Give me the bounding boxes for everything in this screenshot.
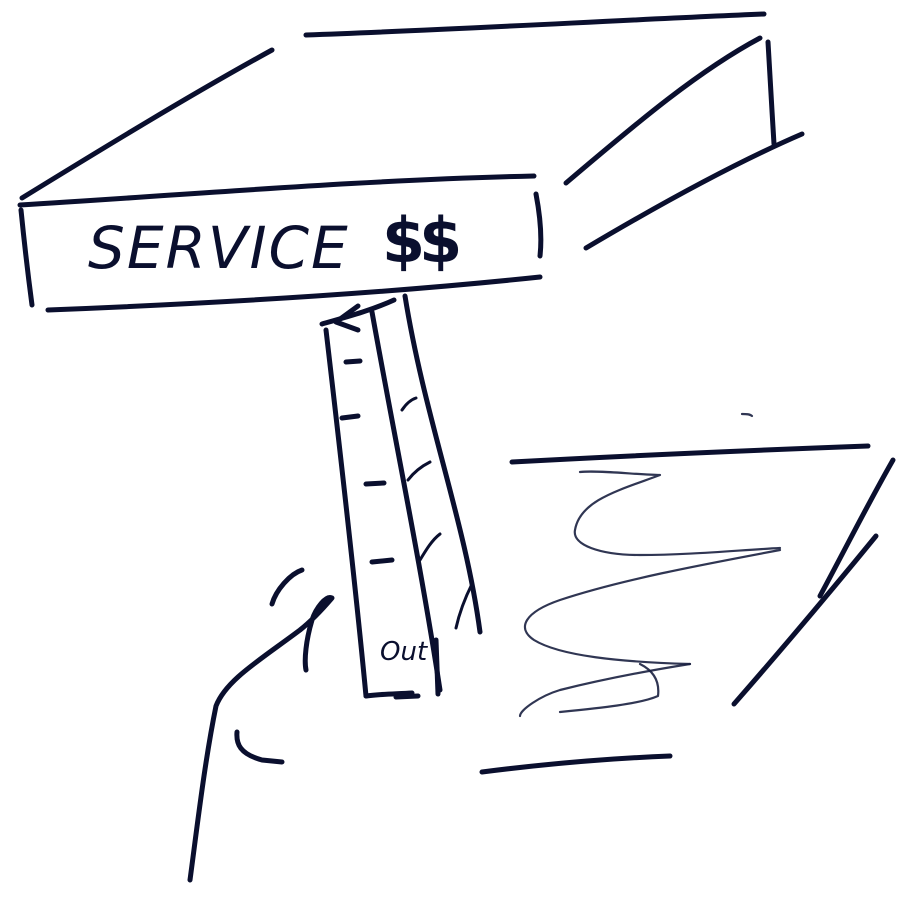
surface-right-edge-upper (820, 460, 893, 596)
gauge-tick-4 (372, 560, 392, 562)
gauge-side-hatch-4 (456, 584, 472, 628)
hand-finger-outline (190, 598, 332, 880)
service-box-front-right-edge (536, 194, 541, 256)
service-box-top-right-edge (566, 38, 760, 183)
gauge-out-label: Out (380, 637, 428, 667)
hand-thumb-stroke (237, 732, 282, 762)
service-box-back-right-vertical (768, 42, 774, 144)
gauge-side-hatch-2 (408, 462, 430, 480)
gauge-tick-3 (366, 483, 384, 484)
pointing-hand (190, 570, 332, 880)
surface-right-edge-lower (734, 536, 876, 704)
gauge-side-hatch-3 (420, 534, 440, 560)
service-box-bottom-right-edge (586, 134, 802, 248)
gauge-out-underline (436, 640, 438, 694)
surface-scribble-1 (575, 472, 780, 555)
service-box-front-top-edge (20, 176, 534, 205)
surface-bottom-edge (482, 756, 670, 772)
gauge-tick-2 (342, 416, 358, 418)
gauge-column: Out (322, 296, 480, 697)
surface-scribble-2 (525, 550, 780, 664)
gauge-bottom-tick (396, 696, 418, 697)
gauge-side-hatch-1 (402, 398, 416, 410)
gauge-inner-edge (372, 312, 440, 690)
service-label: SERVICE (88, 214, 350, 282)
service-box-top-back-edge (306, 14, 764, 35)
surface-scribble (482, 414, 893, 772)
gauge-right-edge (405, 296, 480, 632)
service-box-front-left-edge (21, 210, 32, 305)
service-box-top-left-edge (22, 50, 272, 198)
currency-label: $$ (382, 204, 458, 277)
gauge-tick-1 (346, 361, 360, 362)
surface-top-edge (512, 446, 868, 462)
hand-finger-tip-stroke (272, 570, 302, 604)
surface-scribble-5 (742, 414, 752, 416)
gauge-left-edge (326, 330, 366, 696)
